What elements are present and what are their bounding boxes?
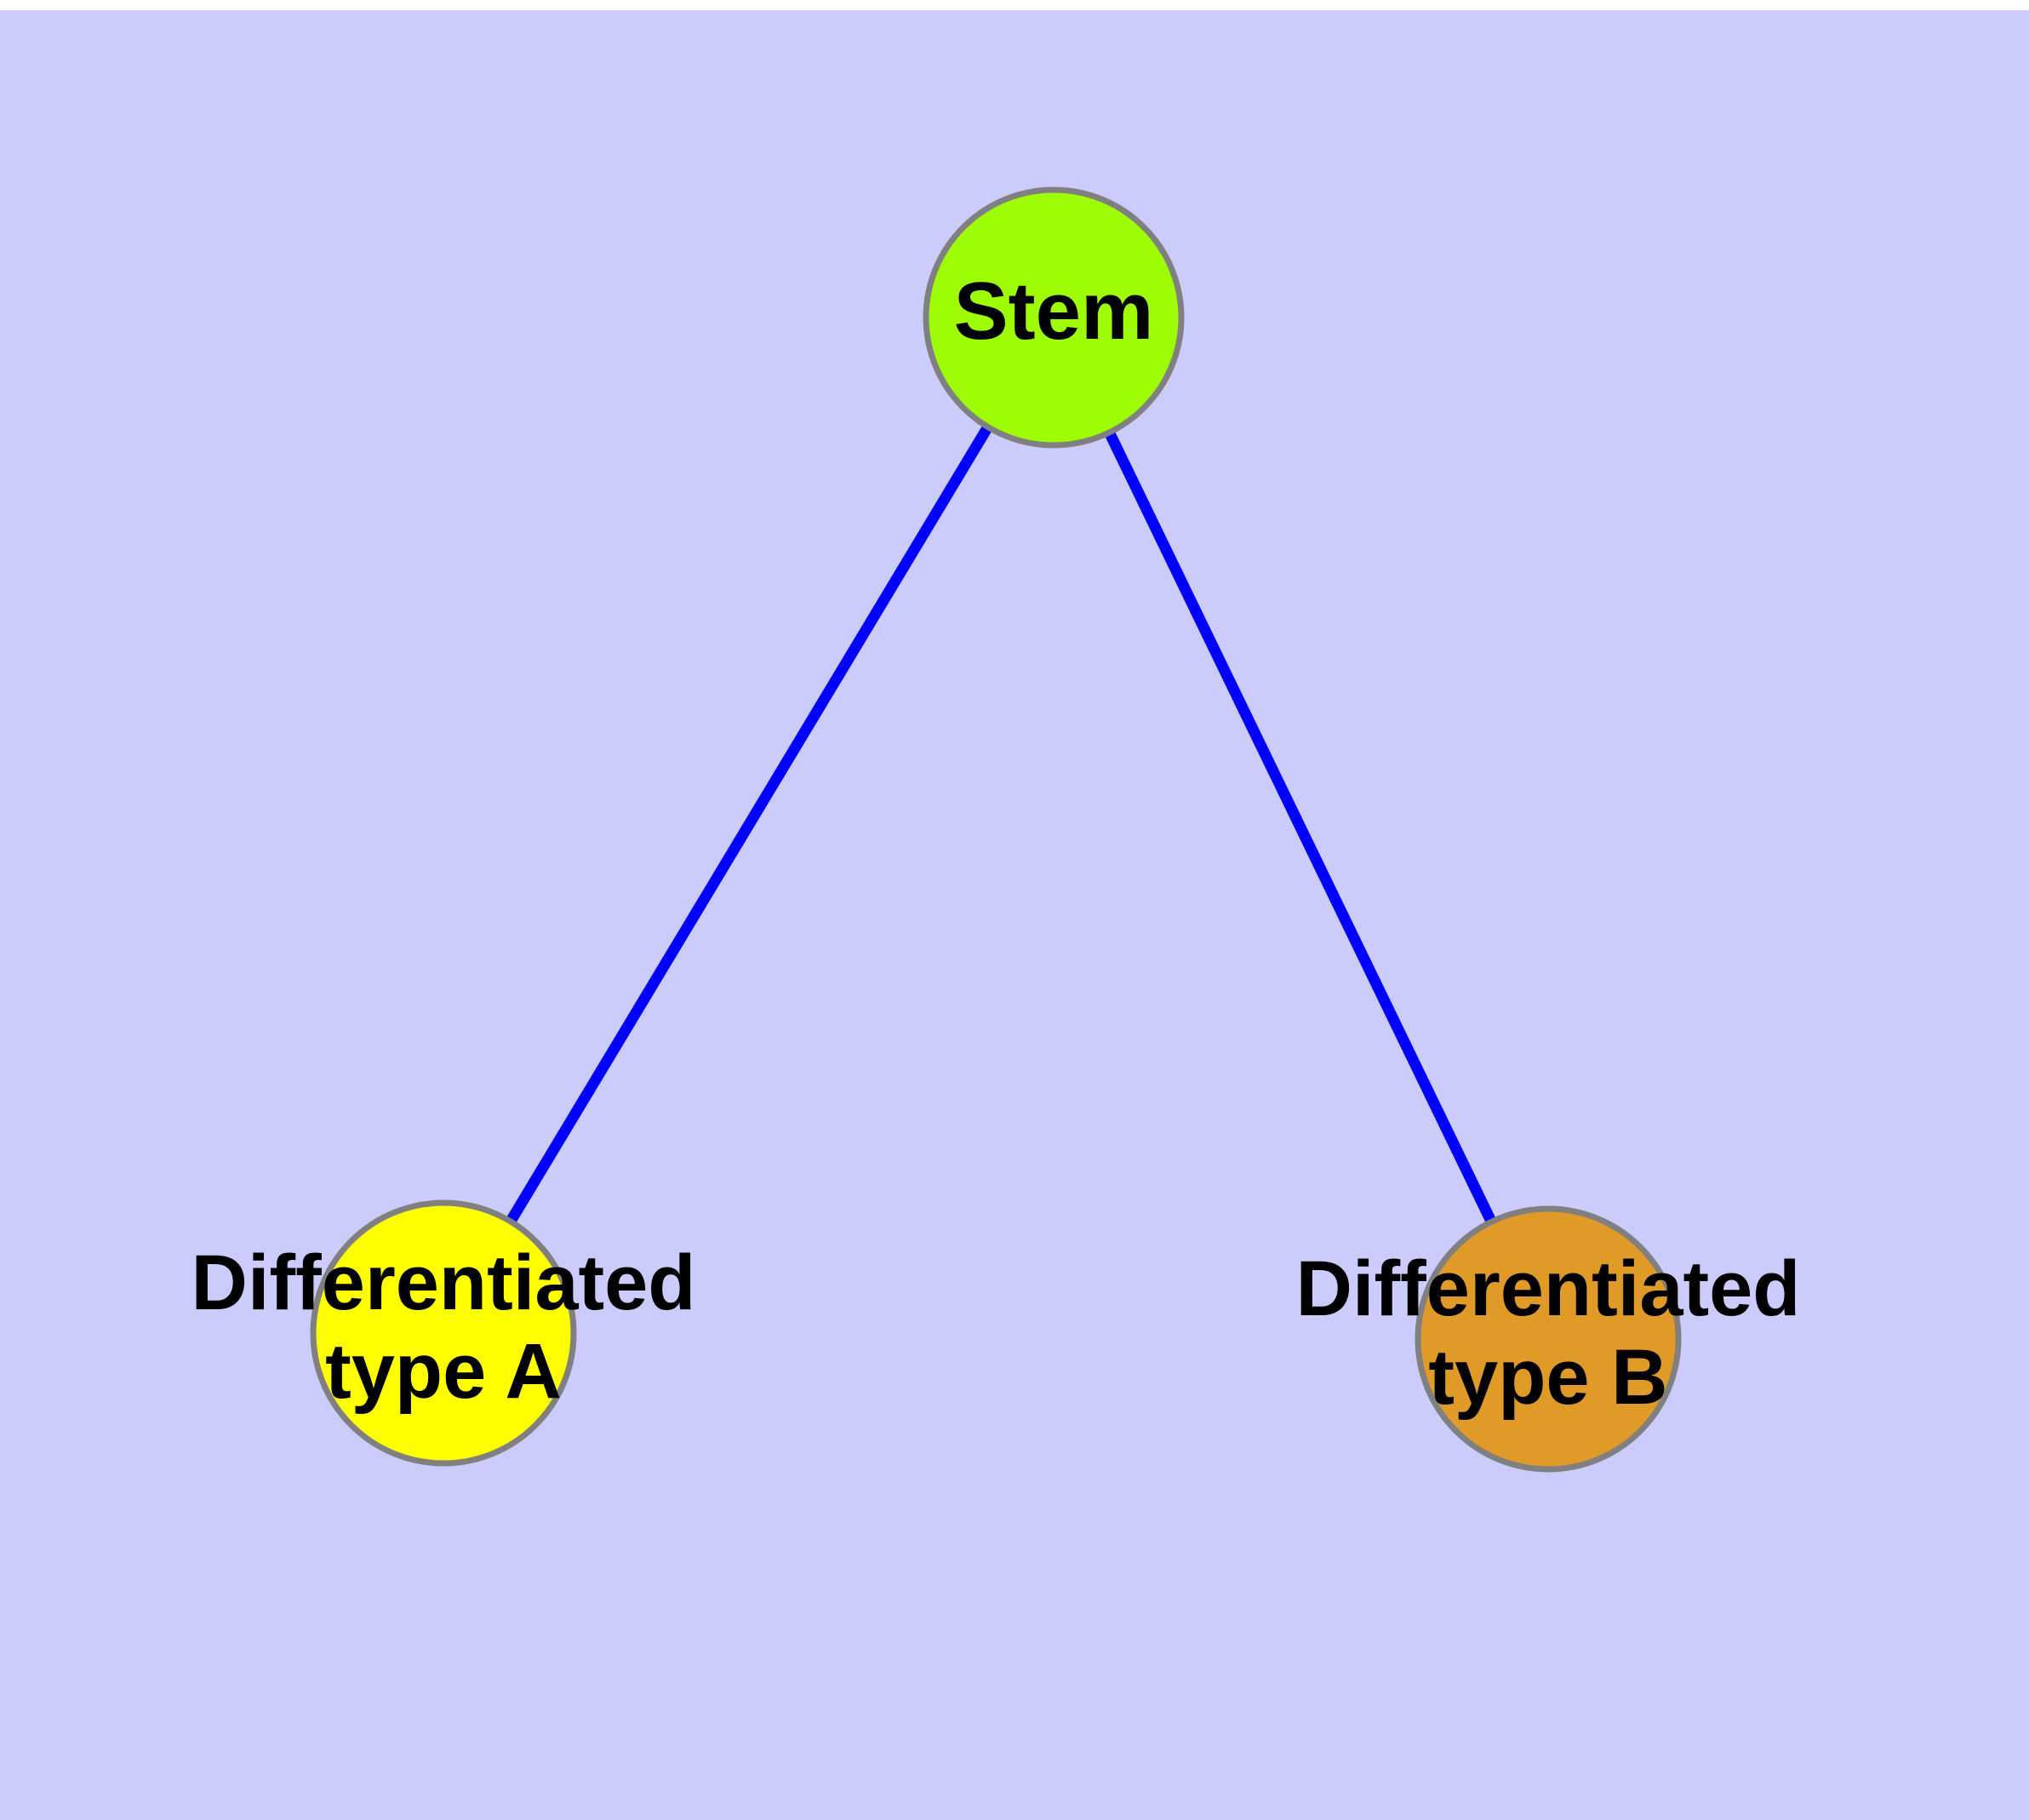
graph-node-diff_b[interactable]	[1415, 1205, 1682, 1473]
graph-edge-stem-to-diff-a	[438, 314, 1059, 1336]
node-label-line: type B	[1428, 1334, 1667, 1421]
node-label-line: Differentiated	[191, 1239, 696, 1326]
node-label-stem: Stem	[954, 266, 1154, 357]
graph-edge-stem-to-diff-b	[1049, 315, 1553, 1342]
node-label-line: Differentiated	[1296, 1245, 1801, 1332]
graph-node-stem[interactable]	[923, 186, 1185, 449]
node-label-line: Stem	[954, 266, 1154, 357]
node-layer	[310, 186, 1682, 1473]
edge-layer	[438, 314, 1553, 1342]
graph-node-diff_a[interactable]	[310, 1199, 577, 1467]
node-label-line: type A	[325, 1328, 562, 1415]
